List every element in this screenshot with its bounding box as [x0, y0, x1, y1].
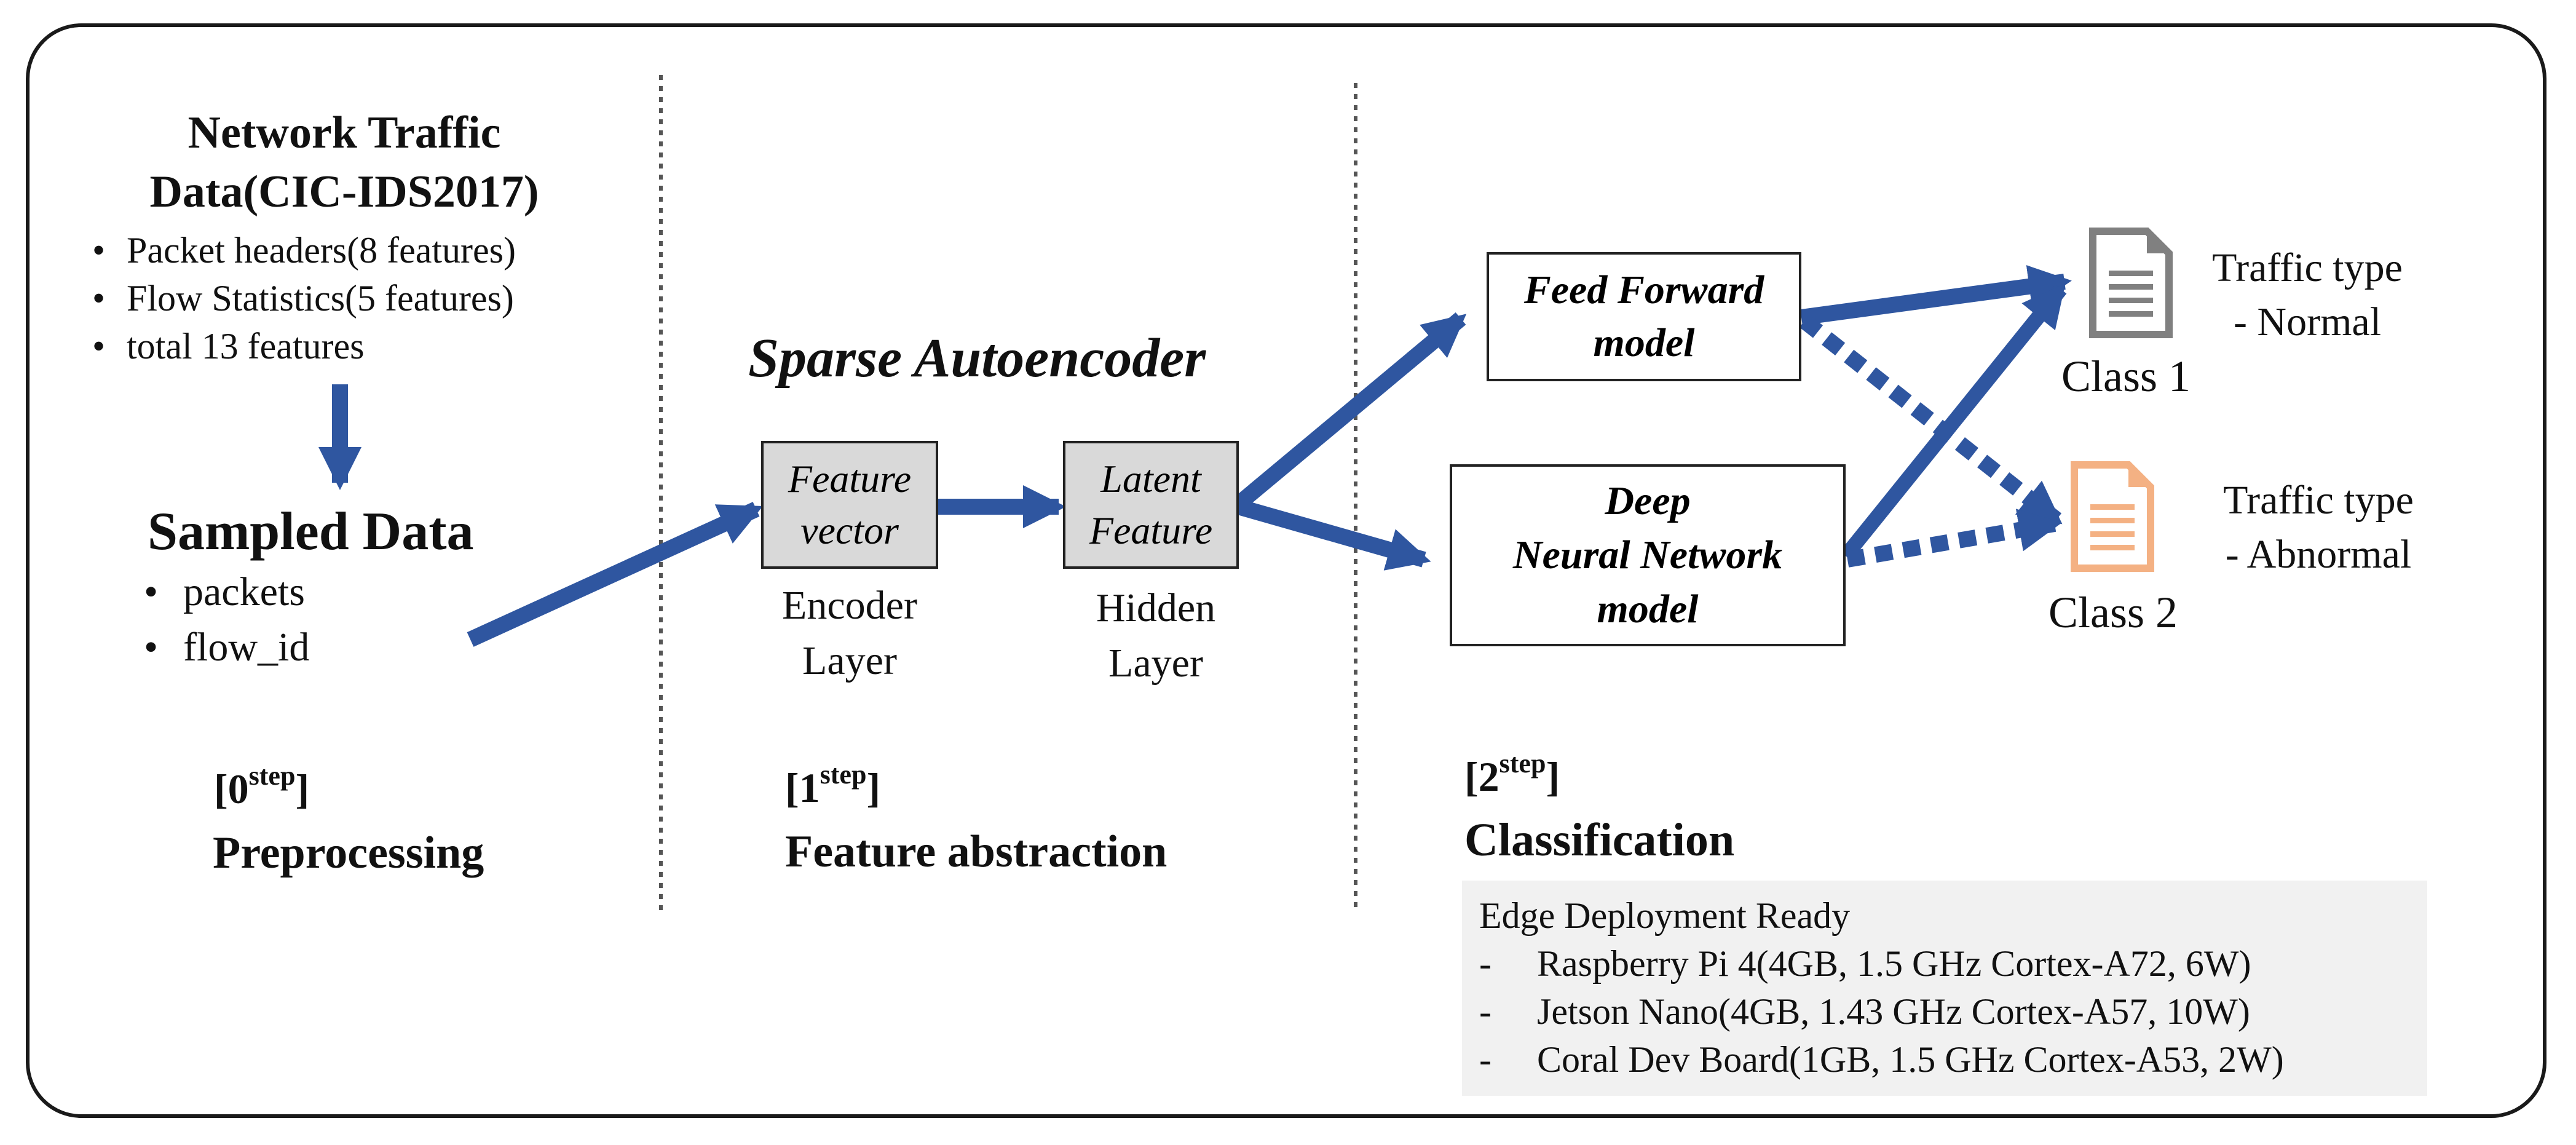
arrow-ff-to-class1 [1800, 265, 2072, 325]
edge-deployment-panel: Edge Deployment Ready - Raspberry Pi 4(4G… [1462, 881, 2427, 1096]
arrow-dnn-to-class2-dotted [1846, 509, 2062, 568]
source-title: Network Traffic Data(CIC-IDS2017) [92, 103, 596, 221]
edge-device-row: - Jetson Nano(4GB, 1.43 GHz Cortex-A57, 1… [1479, 988, 2410, 1036]
step0-bracket: [0 [214, 766, 249, 812]
arrow-latent-to-ff [1233, 312, 1467, 510]
step1-sup: step [820, 759, 867, 790]
ff-line2: model [1593, 320, 1695, 365]
class2-label: Class 2 [2049, 588, 2178, 637]
latent-feature-box: Latent Feature [1063, 441, 1239, 569]
step1-name: Feature abstraction [785, 826, 1167, 877]
dnn-line2: Neural Network [1512, 533, 1783, 577]
feature-vector-line2: vector [800, 509, 899, 552]
document-icon-class2 [2071, 461, 2154, 572]
encoder-line1: Encoder [782, 583, 917, 628]
edge-device-row: - Raspberry Pi 4(4GB, 1.5 GHz Cortex-A72,… [1479, 940, 2410, 988]
dnn-line1: Deep [1605, 478, 1691, 523]
step2-bracket: [2 [1464, 753, 1499, 800]
step0-sup: step [248, 761, 296, 791]
class1-value-line: - Normal [2233, 299, 2382, 344]
dnn-model-box: Deep Neural Network model [1450, 464, 1846, 646]
step2-sup: step [1499, 748, 1546, 779]
step2-name: Classification [1464, 814, 1735, 866]
list-item: packets [139, 565, 309, 620]
encoder-layer-label: Encoder Layer [733, 578, 966, 689]
dash-marker: - [1479, 1039, 1491, 1080]
step1-bracket: [1 [785, 764, 820, 811]
list-item: Flow Statistics(5 features) [87, 274, 516, 322]
class2-value-line: - Abnormal [2225, 532, 2412, 577]
encoder-line2: Layer [802, 638, 897, 683]
class2-type-line: Traffic type [2223, 478, 2414, 523]
step1-close: ] [866, 764, 881, 811]
source-title-line1: Network Traffic [188, 108, 501, 158]
latent-feature-line2: Feature [1089, 509, 1213, 552]
hidden-line1: Hidden [1096, 585, 1216, 630]
list-item: Packet headers(8 features) [87, 226, 516, 274]
edge-device-name: Coral Dev Board(1GB, 1.5 GHz Cortex-A53,… [1537, 1039, 2284, 1080]
arrow-sampled-to-encoder [467, 502, 763, 647]
class1-type-line: Traffic type [2212, 245, 2403, 290]
source-feature-list: Packet headers(8 features) Flow Statisti… [87, 226, 516, 370]
class1-label: Class 1 [2061, 352, 2191, 401]
sampled-data-list: packets flow_id [139, 565, 309, 675]
dash-marker: - [1479, 991, 1491, 1032]
dnn-line3: model [1597, 587, 1699, 632]
edge-device-name: Jetson Nano(4GB, 1.43 GHz Cortex-A57, 10… [1537, 991, 2250, 1032]
class1-traffic-type: Traffic type - Normal [2181, 241, 2433, 349]
feature-vector-box: Feature vector [761, 441, 938, 569]
step1-label: [1step] [785, 761, 880, 814]
sampled-data-title: Sampled Data [148, 502, 474, 561]
arrow-latent-to-dnn [1236, 499, 1431, 571]
class2-traffic-type: Traffic type - Abnormal [2186, 473, 2451, 582]
step0-label: [0step] [214, 763, 309, 815]
hidden-layer-label: Hidden Layer [1039, 580, 1273, 691]
source-title-line2: Data(CIC-IDS2017) [149, 167, 539, 217]
ff-line1: Feed Forward [1523, 267, 1764, 312]
step2-close: ] [1546, 753, 1560, 800]
list-item: total 13 features [87, 322, 516, 370]
diagram-frame [26, 23, 2546, 1118]
step2-label: [2step] [1464, 750, 1560, 803]
step0-name: Preprocessing [213, 828, 484, 878]
edge-device-name: Raspberry Pi 4(4GB, 1.5 GHz Cortex-A72, … [1537, 943, 2251, 984]
dash-marker: - [1479, 943, 1491, 984]
edge-device-row: - Coral Dev Board(1GB, 1.5 GHz Cortex-A53… [1479, 1036, 2410, 1084]
step0-close: ] [295, 766, 310, 812]
feed-forward-model-box: Feed Forward model [1487, 252, 1801, 381]
list-item: flow_id [139, 620, 309, 675]
arrow-ff-to-class2-dotted [1799, 314, 2063, 526]
arrow-dnn-to-class1 [1839, 283, 2067, 561]
hidden-line2: Layer [1108, 641, 1203, 686]
feature-vector-line1: Feature [788, 457, 912, 501]
edge-panel-title: Edge Deployment Ready [1479, 895, 1851, 936]
latent-feature-line1: Latent [1100, 457, 1201, 501]
sparse-autoencoder-title: Sparse Autoencoder [748, 328, 1206, 389]
document-icon-class1 [2089, 228, 2173, 338]
